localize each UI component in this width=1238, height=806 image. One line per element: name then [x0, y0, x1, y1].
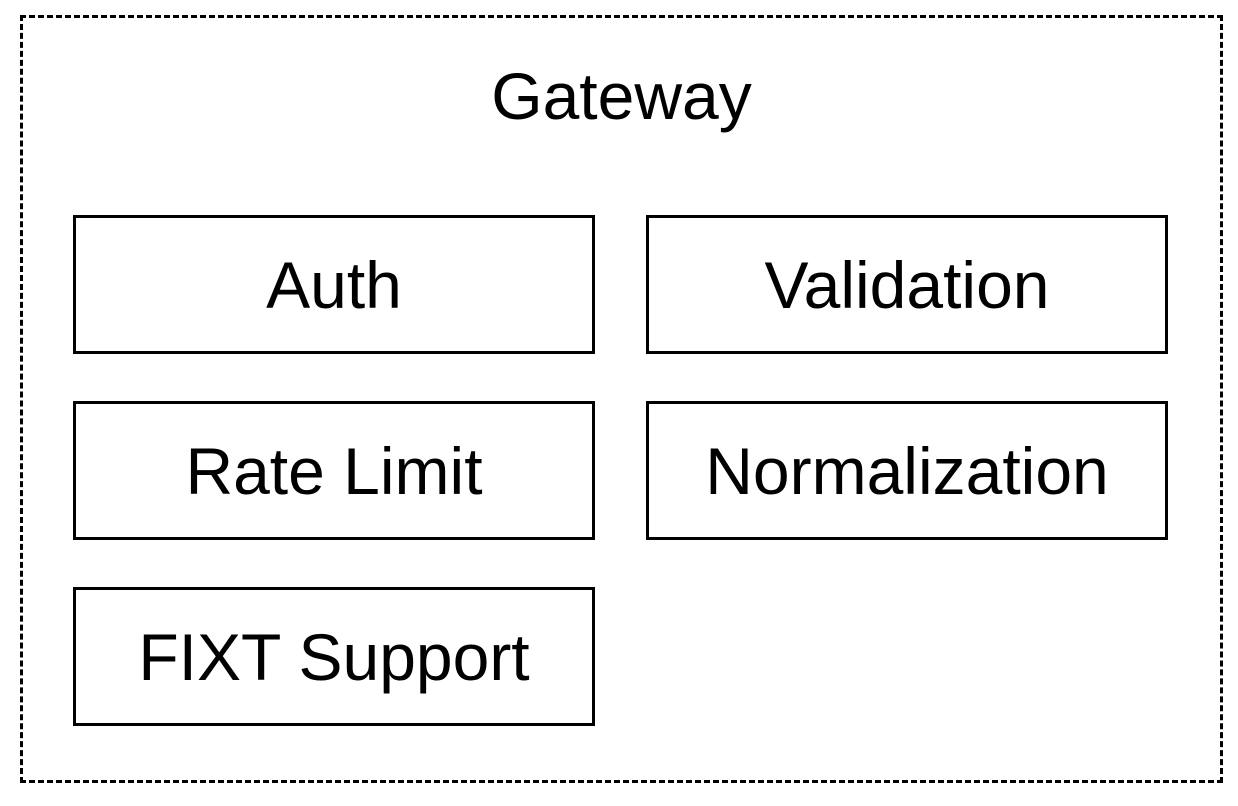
module-validation: Validation	[646, 215, 1168, 354]
module-rate-limit: Rate Limit	[73, 401, 595, 540]
module-auth: Auth	[73, 215, 595, 354]
module-normalization: Normalization	[646, 401, 1168, 540]
gateway-container: Gateway	[20, 15, 1223, 783]
module-fixt-support: FIXT Support	[73, 587, 595, 726]
gateway-title: Gateway	[491, 59, 752, 133]
